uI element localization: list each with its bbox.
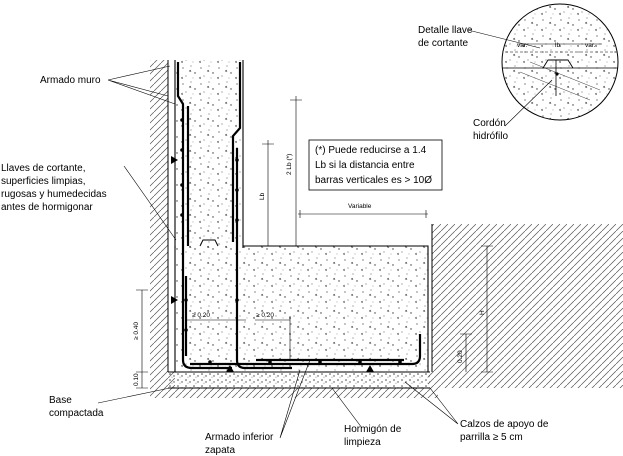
soil-bottom (150, 388, 438, 398)
note-box: (*) Puede reducirse a 1.4 Lb si la dista… (308, 139, 443, 191)
dim-010: 0.10 (133, 373, 140, 386)
note-line-3: barras verticales es > 10Ø (315, 175, 432, 186)
shear-key (199, 239, 219, 247)
support-chairs (171, 156, 374, 372)
note-line-2: Lb si la distancia entre (315, 160, 415, 171)
label-llaves-1: Llaves de cortante, (1, 163, 86, 174)
dim-two-lb: 2 Lb (*) (286, 154, 293, 175)
label-armado-inferior-2: zapata (205, 445, 235, 456)
rebar-dots (180, 118, 402, 364)
label-hormigon-2: limpieza (344, 437, 381, 448)
label-armado-inferior-1: Armado inferior (205, 432, 274, 443)
label-llaves-4: antes de hormigonar (1, 202, 93, 213)
label-cordon-2: hidrófilo (473, 131, 508, 142)
dim-020-right: 0.20 (457, 350, 464, 363)
label-base-1: Base (49, 395, 72, 406)
dim-h: H (479, 310, 486, 315)
dim-ge-020-a: ≥ 0.20 (192, 312, 210, 319)
label-calzos-2: parrilla ≥ 5 cm (460, 432, 523, 443)
label-calzos-1: Calzos de apoyo de (460, 419, 549, 430)
detail-var-right: var. (585, 42, 596, 49)
dim-ge-020-b: ≥ 0.20 (256, 312, 274, 319)
label-cordon-1: Cordón (473, 118, 506, 129)
detail-var-left: var. (517, 42, 528, 49)
shear-key-detail: var. lb var. (501, 3, 619, 121)
detail-lb: lb (555, 42, 560, 49)
soil-right (428, 224, 623, 388)
footing-rebar (190, 334, 422, 366)
dim-lb: Lb (259, 192, 266, 200)
dimension-lines (136, 96, 493, 389)
label-llaves-2: superficies limpias, (1, 176, 85, 187)
label-armado-muro: Armado muro (40, 75, 101, 86)
callout-labels: Armado muro Llaves de cortante, superfic… (1, 25, 549, 456)
dim-variable: Variable (348, 203, 372, 210)
dimension-labels: 2 Lb (*) Lb Variable H ≥ 0.40 0.10 0.20 … (133, 154, 486, 386)
soil-left (150, 60, 175, 388)
note-line-1: (*) Puede reducirse a 1.4 (315, 145, 427, 156)
label-llaves-3: rugosas y humedecidas (1, 189, 107, 200)
wall-rebar (176, 62, 292, 370)
footing-concrete (174, 224, 433, 373)
label-detalle-2: de cortante (418, 38, 468, 49)
dim-ge-040: ≥ 0.40 (133, 322, 140, 340)
label-hormigon-1: Hormigón de (344, 424, 402, 435)
label-base-2: compactada (49, 408, 104, 419)
wall-concrete (167, 60, 244, 372)
label-detalle-1: Detalle llave (418, 25, 473, 36)
